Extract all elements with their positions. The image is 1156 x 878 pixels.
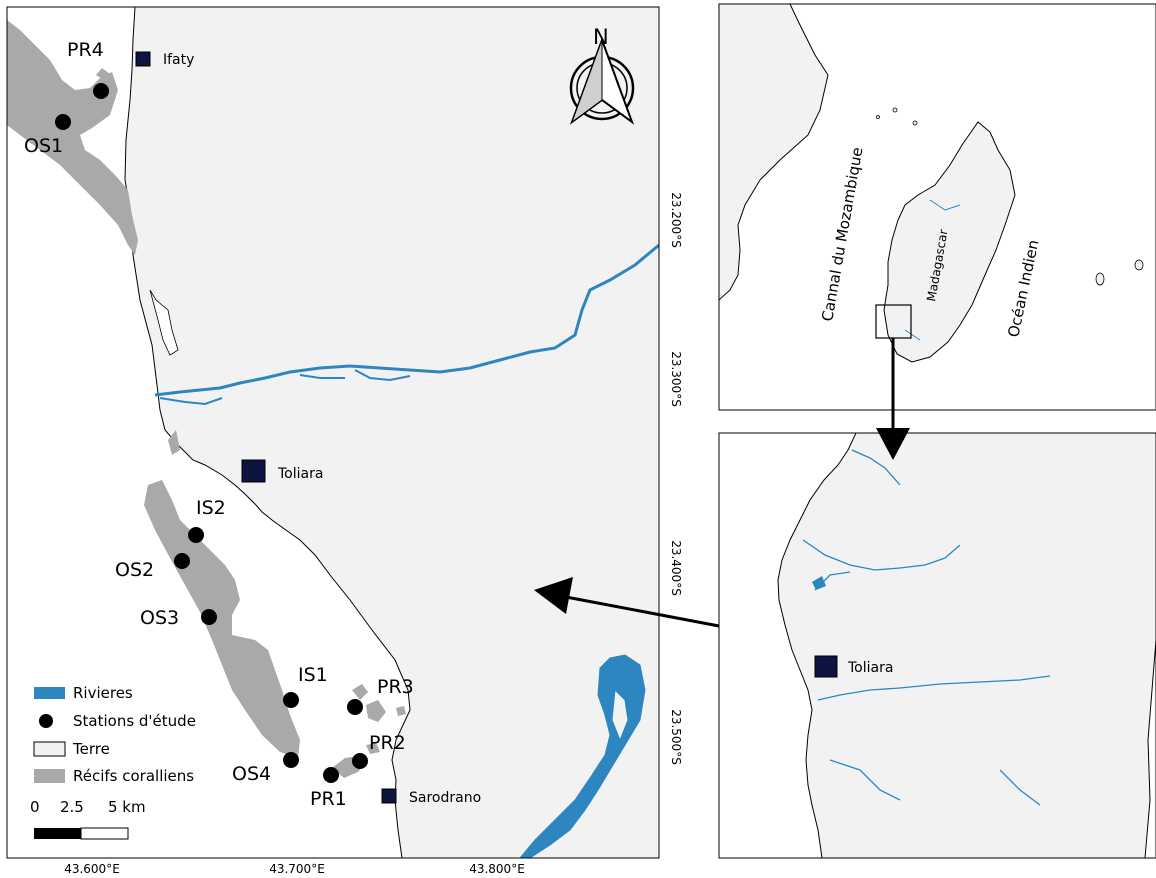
small-islands	[876, 107, 1144, 286]
station-pr4[interactable]: PR4	[67, 39, 109, 99]
africa-land	[719, 4, 829, 301]
station-label: OS3	[140, 607, 179, 629]
town-label: Ifaty	[163, 52, 194, 68]
arrow-regional-to-main	[534, 577, 720, 628]
coastal-inlet	[149, 289, 179, 356]
town-marker-icon	[135, 51, 151, 67]
station-os1[interactable]: OS1	[24, 114, 71, 157]
station-label: OS1	[24, 135, 63, 157]
regional-land	[777, 433, 1156, 858]
regional-inset[interactable]: Toliara	[718, 432, 1156, 859]
legend-item-stations: Stations d'étude	[39, 712, 196, 730]
town-marker-icon	[381, 788, 397, 804]
longitude-label: 43.800°E	[469, 862, 525, 876]
legend: Rivieres Stations d'étude Terre Récifs c…	[30, 684, 196, 840]
latitude-label: 23.500°S	[669, 709, 683, 765]
latitude-label: 23.300°S	[669, 351, 683, 407]
legend-label: Récifs coralliens	[73, 767, 194, 785]
station-os3[interactable]: OS3	[140, 607, 217, 629]
madagascar-rivers	[904, 199, 961, 341]
town-label: Toliara	[277, 466, 323, 482]
arrow-overview-to-regional	[876, 338, 910, 460]
station-dot	[283, 752, 299, 768]
overview-frame	[718, 3, 1156, 411]
station-label: PR3	[377, 676, 414, 698]
station-dot	[39, 714, 53, 728]
town-ifaty[interactable]: Ifaty	[135, 51, 194, 68]
town-marker-icon	[814, 655, 838, 678]
scale-bar-white	[80, 827, 129, 840]
legend-label: Terre	[72, 740, 110, 758]
station-dot	[347, 699, 363, 715]
station-pr3[interactable]: PR3	[347, 676, 414, 715]
land-swatch	[33, 741, 66, 757]
regional-town-toliara[interactable]: Toliara	[814, 655, 893, 678]
station-label: OS2	[115, 559, 154, 581]
north-label: N	[593, 25, 609, 49]
regional-frame	[718, 432, 1156, 859]
longitude-label: 43.600°E	[64, 862, 120, 876]
madagascar-land	[883, 121, 1016, 363]
station-pr1[interactable]: PR1	[310, 767, 347, 810]
station-label: PR2	[369, 732, 406, 754]
coral-reefs	[7, 20, 406, 778]
scale-tick-label: 5 km	[108, 798, 146, 816]
town-marker-icon	[241, 459, 266, 483]
town-label: Toliara	[847, 660, 893, 676]
legend-item-rivers: Rivieres	[34, 684, 133, 702]
station-dot	[174, 553, 190, 569]
longitude-labels: 43.600°E 43.700°E 43.800°E	[64, 862, 525, 876]
north-arrow-icon: N	[569, 25, 635, 125]
main-map[interactable]: Ifaty Toliara Sarodrano PR4	[6, 6, 683, 876]
station-dot	[55, 114, 71, 130]
station-label: IS1	[298, 664, 328, 686]
study-stations: PR4 OS1 IS2 OS2 OS3	[24, 39, 414, 810]
scale-bar-black	[34, 828, 81, 839]
legend-label: Rivieres	[73, 684, 133, 702]
connector-arrows	[534, 338, 910, 628]
station-dot	[352, 753, 368, 769]
town-markers: Ifaty Toliara Sarodrano	[135, 51, 481, 806]
town-sarodrano[interactable]: Sarodrano	[381, 788, 481, 806]
scale-tick-label: 2.5	[60, 798, 84, 816]
station-os2[interactable]: OS2	[115, 553, 190, 581]
town-label: Sarodrano	[409, 790, 481, 806]
station-is1[interactable]: IS1	[283, 664, 328, 708]
rivers	[154, 243, 659, 858]
latitude-label: 23.200°S	[669, 192, 683, 248]
station-dot	[323, 767, 339, 783]
reef-swatch	[34, 769, 65, 783]
scale-tick-label: 0	[30, 798, 40, 816]
station-is2[interactable]: IS2	[188, 497, 226, 543]
station-label: PR4	[67, 39, 104, 61]
station-label: PR1	[310, 788, 347, 810]
scale-bar: 0 2.5 5 km	[30, 798, 146, 840]
station-label: IS2	[196, 497, 226, 519]
station-dot	[93, 83, 109, 99]
latitude-label: 23.400°S	[669, 540, 683, 596]
latitude-labels: 23.200°S 23.300°S 23.400°S 23.500°S	[669, 192, 683, 765]
regional-lake	[812, 576, 826, 590]
station-os4[interactable]: OS4	[232, 752, 299, 785]
river-swatch	[34, 687, 65, 699]
station-pr2[interactable]: PR2	[352, 732, 406, 769]
legend-label: Stations d'étude	[73, 712, 196, 730]
main-map-frame	[6, 6, 660, 859]
overview-inset[interactable]: Cannal du Mozambique Madagascar Océan In…	[718, 3, 1156, 411]
station-label: OS4	[232, 763, 271, 785]
station-dot	[201, 609, 217, 625]
station-dot	[283, 692, 299, 708]
longitude-label: 43.700°E	[269, 862, 325, 876]
station-dot	[188, 527, 204, 543]
town-toliara[interactable]: Toliara	[241, 459, 323, 483]
legend-item-land: Terre	[33, 740, 110, 758]
legend-item-reefs: Récifs coralliens	[34, 767, 194, 785]
